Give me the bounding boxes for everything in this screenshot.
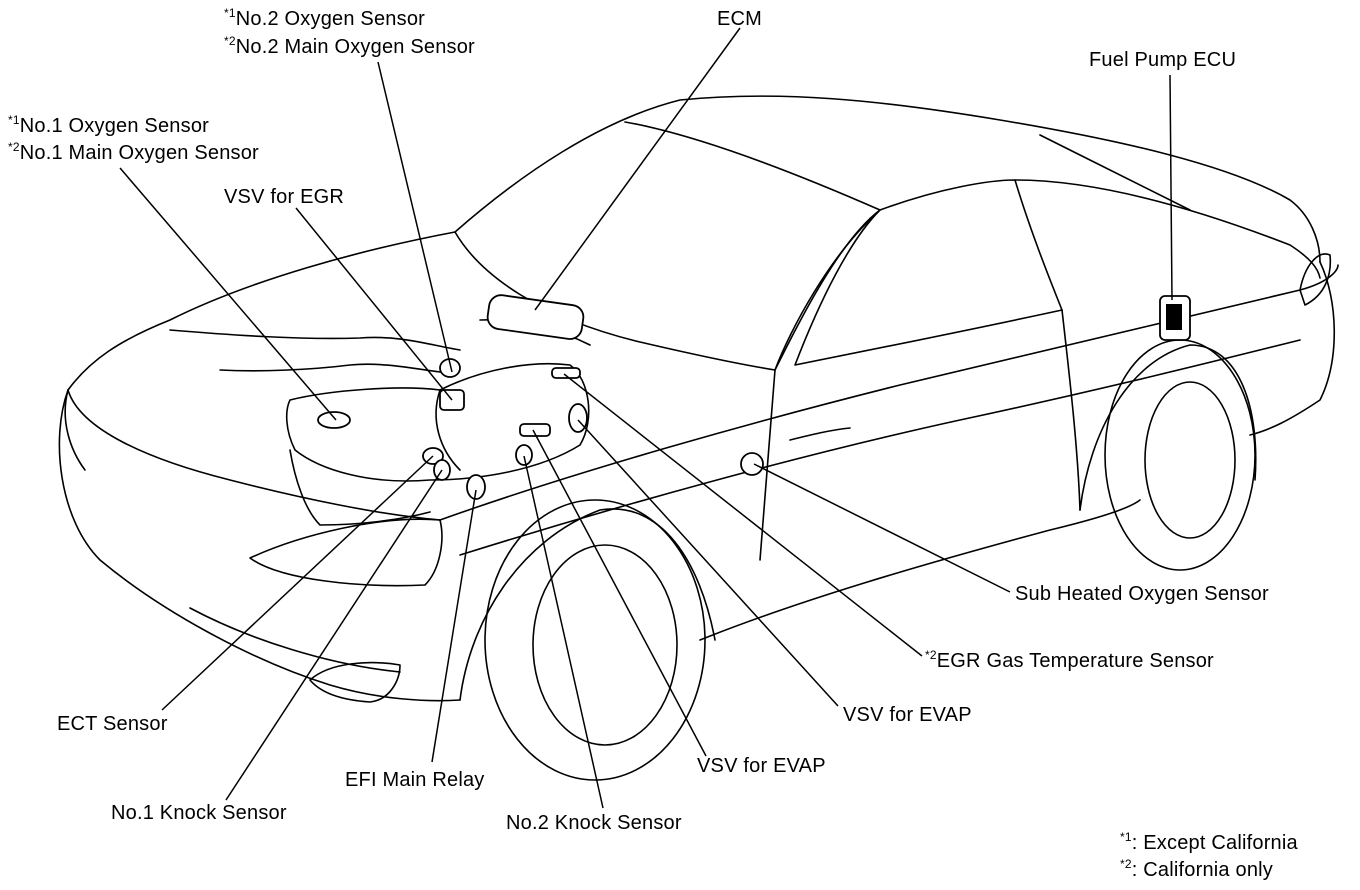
no1-oxygen-sensor-part — [317, 411, 351, 429]
windshield — [454, 121, 881, 371]
leader-ect-sensor — [161, 455, 434, 711]
headlight — [249, 518, 443, 587]
wire-harness-mid — [219, 363, 441, 373]
rear-wheel-arch — [1079, 344, 1257, 511]
rocker — [699, 499, 1141, 641]
no2-oxygen-sensor-part — [439, 358, 461, 378]
footnote-except-california: *1: Except California — [1120, 830, 1298, 854]
front-wheel-outer — [484, 499, 706, 781]
label-text: No.1 Main Oxygen Sensor — [19, 142, 259, 164]
fuel-pump-ecu-connector — [1166, 304, 1182, 330]
no2-knock-sensor-part — [515, 444, 533, 466]
footnote-marker: *1 — [224, 6, 236, 20]
label-no1-oxygen-sensor: *1No.1 Oxygen Sensor — [8, 113, 210, 137]
efi-main-relay-part — [466, 474, 486, 500]
door-mirror-wire — [789, 427, 851, 441]
label-sub-heated-oxygen-sensor: Sub Heated Oxygen Sensor — [1015, 583, 1269, 605]
bumper-lower — [189, 607, 401, 673]
front-corner — [64, 389, 86, 471]
egr-gas-temp-part — [551, 367, 581, 379]
rear-wheel-inner — [1144, 381, 1236, 539]
label-ecm: ECM — [717, 8, 763, 30]
roof-line — [454, 95, 1321, 263]
strut-tower — [435, 389, 461, 471]
footnote-marker: *2 — [224, 34, 236, 48]
fog-light — [309, 661, 401, 703]
front-wheel-arch — [459, 508, 716, 701]
components — [317, 294, 1191, 500]
label-no1-main-oxygen-sensor: *2No.1 Main Oxygen Sensor — [8, 140, 259, 164]
door-line — [759, 369, 776, 561]
a-pillar — [774, 211, 879, 371]
side-window — [794, 179, 1063, 366]
vsv-evap-center-part — [519, 423, 551, 437]
leader-no2-oxygen-sensor — [377, 61, 453, 373]
engine-block — [285, 362, 590, 482]
label-no2-knock-sensor: No.2 Knock Sensor — [506, 812, 682, 834]
label-vsv-for-egr: VSV for EGR — [224, 186, 345, 208]
leader-vsv-evap-right — [577, 419, 839, 707]
label-no1-knock-sensor: No.1 Knock Sensor — [111, 802, 287, 824]
hood-front — [67, 389, 441, 521]
leader-ecm — [534, 27, 741, 311]
sub-heated-oxygen-sensor-part — [740, 452, 764, 476]
leader-no1-oxygen-sensor — [119, 167, 337, 421]
front-fascia — [58, 389, 461, 702]
front-wheel-inner — [532, 544, 678, 746]
side-crease — [459, 339, 1301, 556]
ecm-unit — [486, 294, 585, 340]
leader-no1-knock-sensor — [225, 469, 443, 801]
label-no2-oxygen-sensor: *1No.2 Oxygen Sensor — [224, 6, 426, 30]
footnote-marker: *2 — [925, 648, 937, 662]
label-text: No.2 Oxygen Sensor — [235, 8, 426, 30]
label-text: No.1 Oxygen Sensor — [19, 115, 210, 137]
leader-fuel-pump-ecu — [1169, 74, 1173, 301]
footnote-text: : Except California — [1131, 832, 1298, 854]
footnote-marker: *2 — [1120, 857, 1132, 871]
footnote-marker: *1 — [1120, 830, 1132, 844]
label-ect-sensor: ECT Sensor — [57, 713, 168, 735]
beltline — [439, 264, 1339, 521]
label-no2-main-oxygen-sensor: *2No.2 Main Oxygen Sensor — [224, 34, 475, 58]
footnote-text: : California only — [1131, 859, 1273, 881]
footnote-marker: *1 — [8, 113, 20, 127]
label-fuel-pump-ecu: Fuel Pump ECU — [1089, 49, 1237, 71]
leader-efi-main-relay — [431, 489, 477, 763]
leader-lines — [119, 27, 1173, 809]
hood-left — [67, 231, 456, 391]
label-vsv-for-evap-right: VSV for EVAP — [843, 704, 972, 726]
leader-no2-knock-sensor — [523, 455, 604, 809]
rear-door-line — [1061, 309, 1081, 511]
rear-quarter — [1249, 261, 1336, 436]
leader-vsv-egr — [295, 207, 453, 401]
label-text: EGR Gas Temperature Sensor — [936, 650, 1214, 672]
label-egr-gas-temperature-sensor: *2EGR Gas Temperature Sensor — [925, 648, 1214, 672]
rear-spoiler-line — [1039, 134, 1191, 211]
footnote-california-only: *2: California only — [1120, 857, 1273, 881]
leader-sub-heated-oxygen-sensor — [753, 463, 1011, 593]
label-vsv-for-evap-center: VSV for EVAP — [697, 755, 826, 777]
rear-light — [1299, 253, 1332, 306]
leader-egr-gas-temp — [563, 373, 923, 657]
footnote-marker: *2 — [8, 140, 20, 154]
rear-window — [1014, 179, 1321, 279]
wire-harness-left — [169, 329, 461, 351]
radiator — [289, 449, 431, 526]
leader-vsv-evap-center — [532, 429, 707, 757]
label-efi-main-relay: EFI Main Relay — [345, 769, 485, 791]
label-text: No.2 Main Oxygen Sensor — [235, 36, 475, 58]
